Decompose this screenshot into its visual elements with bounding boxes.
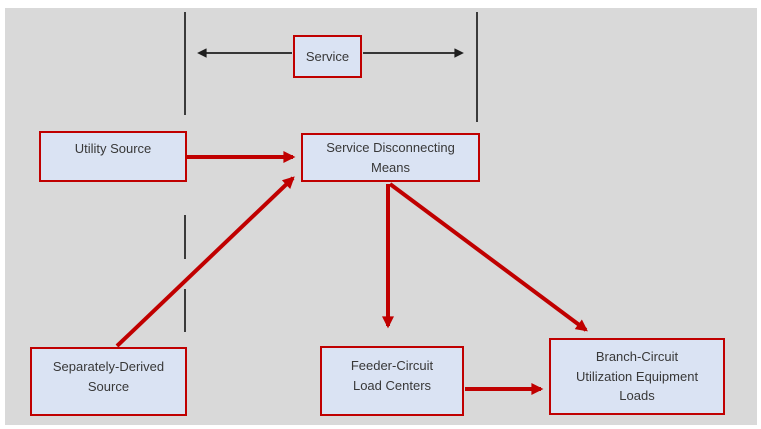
node-utility-source-label: Utility Source [74,141,152,156]
node-sdm-label-line1: Service Disconnecting [326,140,455,155]
node-feeder-label-line2: Load Centers [352,377,432,393]
node-feeder-label-line1: Feeder-Circuit [350,358,434,373]
node-service-disconnecting-means: Service Disconnecting Means [301,133,480,182]
node-sdm-label-line2: Means [370,159,411,175]
node-branch-circuit-loads: Branch-Circuit Utilization Equipment Loa… [549,338,725,415]
node-service: Service [293,35,362,78]
node-branch-label-line2: Utilization Equipment [575,368,699,384]
arrow-disconnect-to-branch [388,182,588,332]
arrow-separately-derived-to-disconnect [115,176,295,348]
node-branch-label-line1: Branch-Circuit [595,349,679,365]
node-separately-derived-source: Separately-Derived Source [30,347,187,416]
node-utility-source: Utility Source [39,131,187,182]
node-branch-label-line3: Loads [619,388,655,404]
node-feeder-circuit-load-centers: Feeder-Circuit Load Centers [320,346,464,416]
node-service-label: Service [305,48,350,64]
node-sds-label-line1: Separately-Derived [52,359,165,374]
node-sds-label-line2: Source [87,378,130,394]
